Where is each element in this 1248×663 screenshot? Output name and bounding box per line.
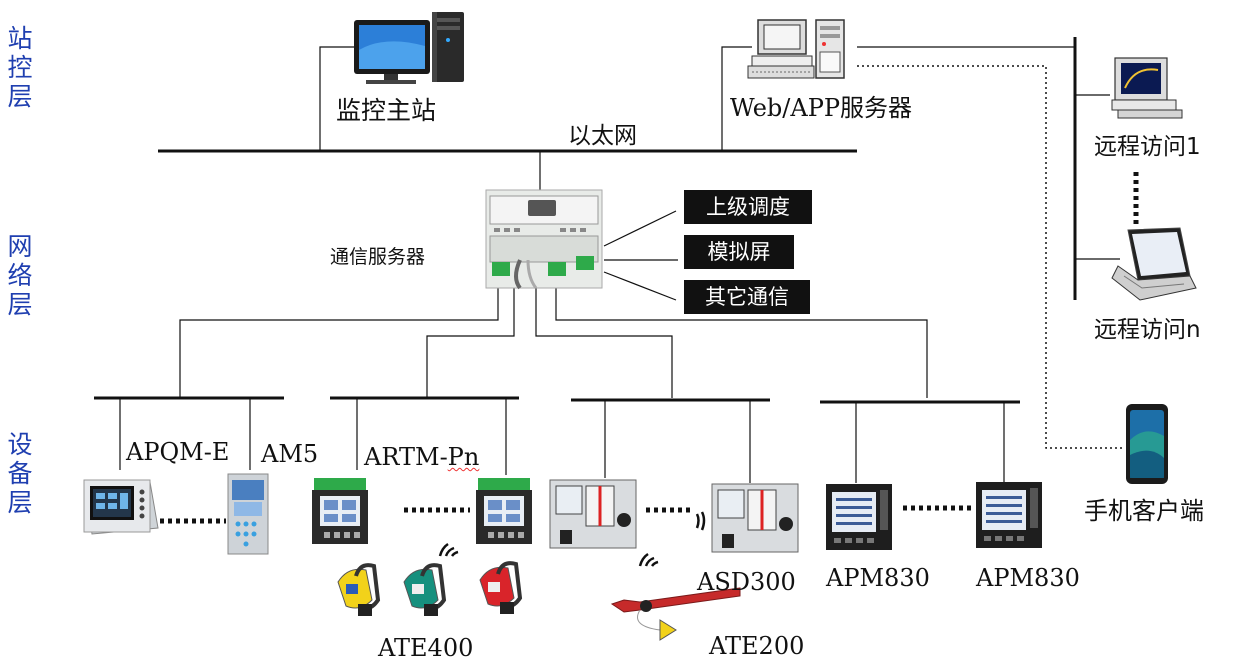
network-layer-label: 网络层 (7, 232, 33, 319)
monitor-station-label: 监控主站 (336, 96, 437, 125)
station-layer-label: 站控层 (7, 24, 33, 111)
connection-lines (94, 37, 1139, 524)
apm830-device-1 (826, 484, 892, 550)
web-server-link (721, 46, 752, 151)
remote-pc-icon (1111, 57, 1183, 119)
am5-label: AM5 (261, 440, 319, 468)
upper-dispatch-box: 上级调度 (684, 190, 812, 224)
wireless-icon-1 (438, 542, 459, 557)
other-comm-box: 其它通信 (684, 280, 810, 314)
comm-server-device (485, 189, 603, 290)
apm830-device-2 (976, 482, 1042, 548)
artm-pn-device-2 (476, 478, 532, 544)
simulation-screen-box: 模拟屏 (684, 235, 794, 269)
asd300-device-1 (549, 479, 637, 549)
ate400-sensor-red (479, 561, 523, 614)
apm830-label-2: APM830 (976, 564, 1080, 592)
ate200-sensor (610, 587, 741, 641)
apqm-e-device (83, 479, 159, 535)
remote-access-1-label: 远程访问1 (1094, 134, 1201, 160)
remote-laptop-icon (1111, 227, 1197, 301)
remote-access-n-label: 远程访问n (1094, 317, 1201, 343)
mobile-dotted-link (857, 65, 1124, 449)
ate200-label: ATE200 (709, 632, 805, 660)
ethernet-label: 以太网 (568, 123, 637, 149)
monitor-link (319, 46, 356, 151)
asd300-device-2 (711, 483, 799, 553)
ate400-sensor-yellow (337, 563, 381, 616)
mobile-phone-icon (1126, 404, 1168, 484)
web-server-icon (747, 19, 845, 79)
device-layer-label: 设备层 (7, 430, 33, 517)
monitor-station-icon (354, 12, 464, 84)
mobile-client-label: 手机客户端 (1084, 497, 1204, 525)
wireless-icon-2 (638, 552, 659, 567)
asd300-label: ASD300 (697, 568, 796, 596)
artm-pn-device-1 (312, 478, 368, 544)
am5-device (227, 473, 269, 555)
artm-pn-label: ARTM-Pn (364, 443, 480, 471)
comm-server-label: 通信服务器 (330, 246, 426, 268)
apm830-label-1: APM830 (826, 564, 930, 592)
ate400-label: ATE400 (378, 634, 474, 662)
web-server-label: Web/APP服务器 (730, 94, 912, 122)
wireless-icon-3 (695, 511, 706, 531)
apqm-e-label: APQM-E (126, 438, 230, 466)
ate400-sensor-teal (403, 563, 447, 616)
